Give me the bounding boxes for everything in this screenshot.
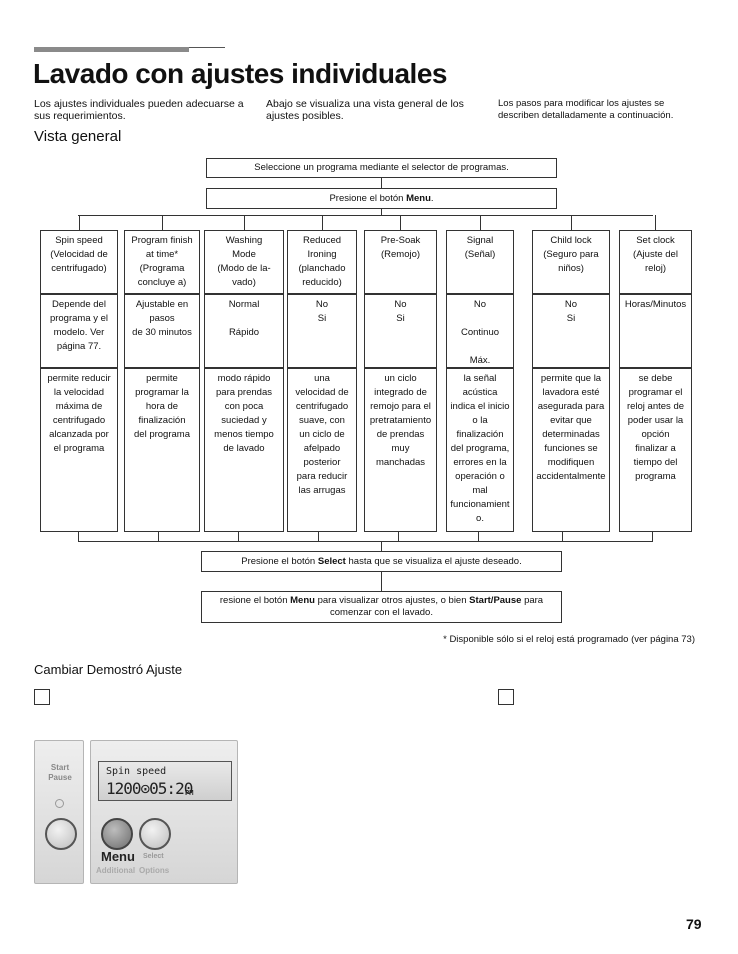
setting-values: No Si	[287, 294, 357, 368]
setting-name: Set clock (Ajuste del reloj)	[619, 230, 692, 294]
pause-label: Pause	[48, 773, 72, 782]
start-pause-keyword: Start/Pause	[469, 595, 522, 606]
connector	[562, 532, 563, 541]
connector	[478, 532, 479, 541]
setting-description: permite reducir la velocidad máxima de c…	[40, 368, 118, 532]
connector	[79, 215, 80, 230]
connector	[238, 532, 239, 541]
flow-step-press-select: Presione el botón Select hasta que se vi…	[201, 551, 562, 572]
flow-step2-text: Presione el botón Menu.	[329, 193, 433, 205]
menu-button[interactable]	[101, 818, 133, 850]
step-checkbox-1[interactable]	[34, 689, 50, 705]
step3-pre: Presione el botón	[241, 555, 318, 567]
menu-keyword: Menu	[406, 192, 431, 204]
connector	[400, 215, 401, 230]
connector	[381, 572, 382, 591]
setting-description: un ciclo integrado de remojo para el pre…	[364, 368, 437, 532]
connector	[571, 215, 572, 230]
additional-label: Additional	[96, 866, 136, 875]
setting-values: Horas/Minutos	[619, 294, 692, 368]
connector	[381, 541, 382, 551]
select-button[interactable]	[139, 818, 171, 850]
connector	[318, 532, 319, 541]
setting-values: No Continuo Máx.	[446, 294, 514, 368]
setting-description: una velocidad de centrifugado suave, con…	[287, 368, 357, 532]
section-heading: Vista general	[34, 128, 122, 145]
display-line2: 1200⊙05:20	[106, 779, 193, 798]
intro-col1: Los ajustes individuales pueden adecuars…	[34, 98, 244, 122]
setting-description: permite que la lavadora esté asegurada p…	[532, 368, 610, 532]
page-number: 79	[686, 916, 702, 932]
panel-display: Spin speed 1200⊙05:20 PM	[98, 761, 232, 801]
intro-col3: Los pasos para modificar los ajustes se …	[498, 98, 674, 121]
step2-pre: Presione el botón	[329, 192, 407, 204]
setting-name: Child lock (Seguro para niños)	[532, 230, 610, 294]
subsection-heading: Cambiar Demostró Ajuste	[34, 662, 183, 677]
connector	[78, 532, 79, 541]
setting-values: Depende del programa y el modelo. Ver pá…	[40, 294, 118, 368]
connector	[655, 215, 656, 230]
step2-post: .	[430, 192, 434, 204]
step-checkbox-2[interactable]	[498, 689, 514, 705]
setting-description: la señal acústica indica el inicio o la …	[446, 368, 514, 532]
intro-col2: Abajo se visualiza una vista general de …	[266, 98, 464, 122]
page-title: Lavado con ajustes individuales	[33, 58, 447, 89]
connector	[244, 215, 245, 230]
control-panel: Spin speed 1200⊙05:20 PM Menu Select Add…	[90, 740, 238, 884]
flow-step4-text: resione el botón Menu para visualizar ot…	[202, 595, 561, 619]
connector	[381, 178, 382, 188]
setting-name: Signal (Señal)	[446, 230, 514, 294]
setting-name: Washing Mode (Modo de la- vado)	[204, 230, 284, 294]
connector	[398, 532, 399, 541]
start-label: Start	[50, 763, 70, 772]
options-label: Options	[139, 866, 170, 875]
flow-step3-text: Presione el botón Select hasta que se vi…	[241, 556, 521, 568]
header-rule-thick	[34, 47, 189, 52]
power-indicator-icon	[55, 799, 64, 808]
step4-c: para visualizar otros ajustes, o bien	[314, 595, 470, 606]
setting-name: Program finish at time* (Programa conclu…	[124, 230, 200, 294]
step4-e: para comenzar con el lavado.	[330, 595, 544, 618]
connector	[652, 532, 653, 541]
connector	[162, 215, 163, 230]
step3-post: hasta que se visualiza el ajuste deseado…	[345, 555, 522, 567]
select-label: Select	[143, 853, 164, 860]
connector	[381, 209, 382, 215]
setting-name: Reduced Ironing (planchado reducido)	[287, 230, 357, 294]
bus-bottom	[78, 541, 653, 542]
display-pm: PM	[185, 789, 194, 797]
setting-description: modo rápido para prendas con poca sucied…	[204, 368, 284, 532]
connector	[322, 215, 323, 230]
select-keyword: Select	[317, 555, 346, 567]
menu-keyword-2: Menu	[290, 595, 315, 606]
setting-description: permite programar la hora de finalizació…	[124, 368, 200, 532]
setting-description: se debe programar el reloj antes de pode…	[619, 368, 692, 532]
flow-step1-text: Seleccione un programa mediante el selec…	[254, 162, 509, 173]
setting-values: Normal Rápido	[204, 294, 284, 368]
bus-top	[78, 215, 653, 216]
setting-name: Pre-Soak (Remojo)	[364, 230, 437, 294]
display-line1: Spin speed	[106, 766, 167, 777]
flow-step-next: resione el botón Menu para visualizar ot…	[201, 591, 562, 623]
setting-values: No Si	[532, 294, 610, 368]
setting-name: Spin speed (Velocidad de centrifugado)	[40, 230, 118, 294]
setting-values: Ajustable en pasos de 30 minutos	[124, 294, 200, 368]
connector	[480, 215, 481, 230]
start-pause-button[interactable]	[45, 818, 77, 850]
footnote: * Disponible sólo si el reloj está progr…	[443, 634, 695, 645]
start-pause-panel: Start Pause	[34, 740, 84, 884]
connector	[158, 532, 159, 541]
step4-a: resione el botón	[219, 595, 291, 606]
flow-step-press-menu: Presione el botón Menu.	[206, 188, 557, 209]
flow-step-select-program: Seleccione un programa mediante el selec…	[206, 158, 557, 178]
setting-values: No Si	[364, 294, 437, 368]
menu-label: Menu	[101, 849, 135, 864]
